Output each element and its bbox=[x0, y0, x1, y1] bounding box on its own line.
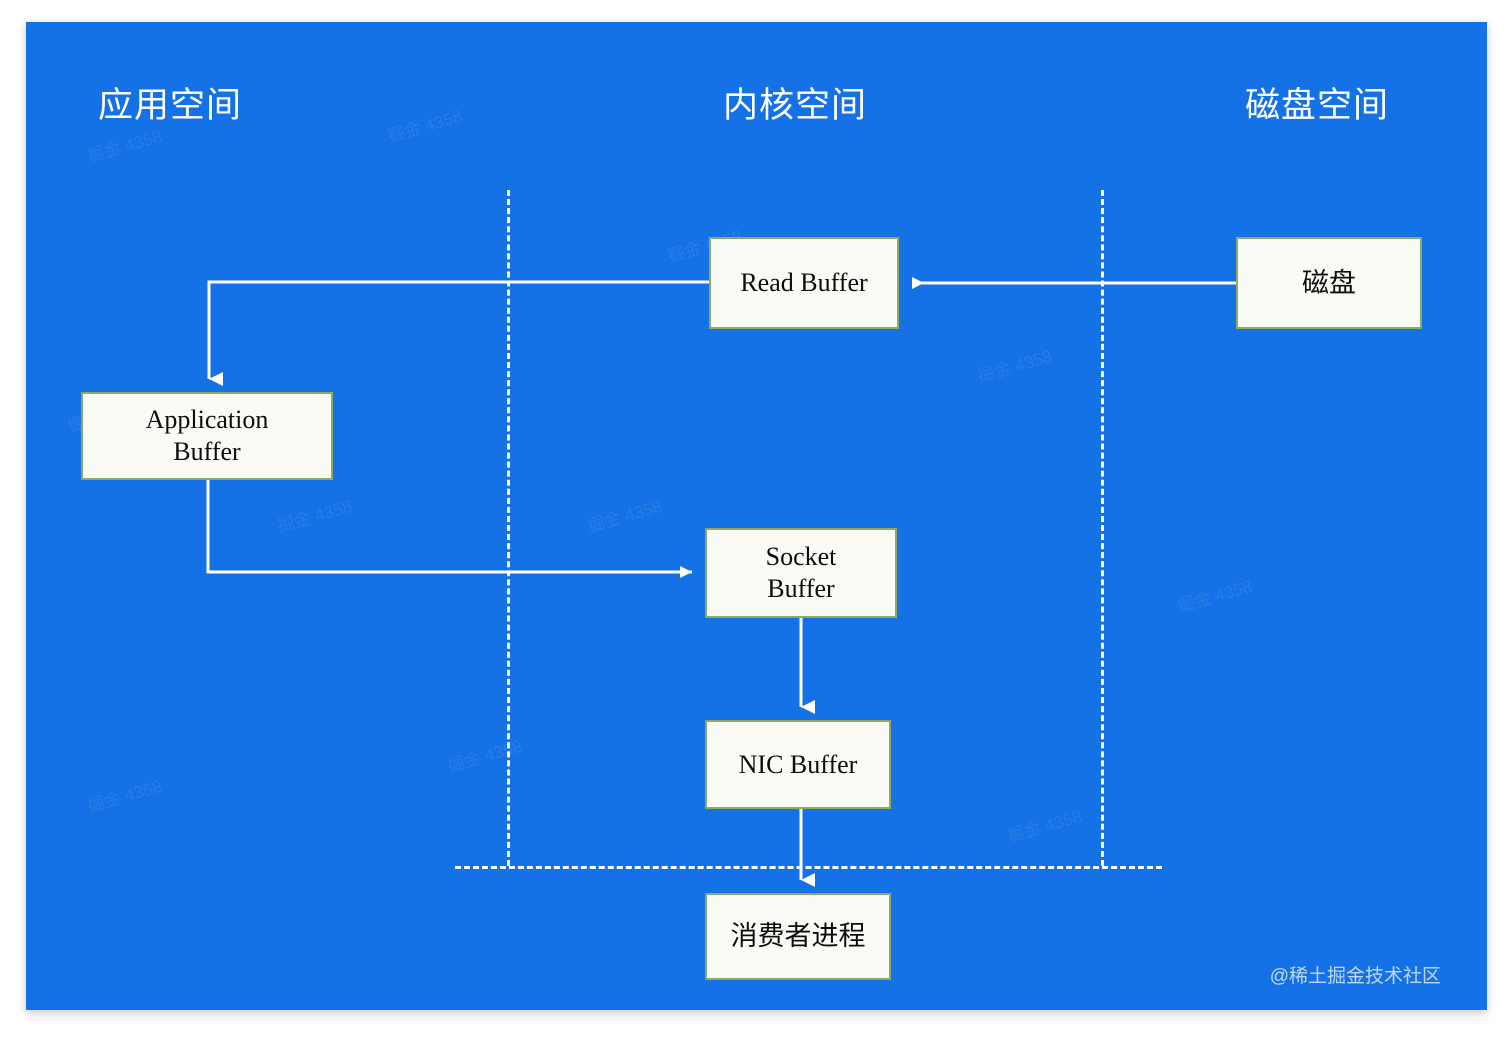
background-watermark: 掘金 4358 bbox=[85, 126, 165, 167]
node-socket-buffer[interactable]: Socket Buffer bbox=[705, 528, 897, 618]
diagram-panel: 掘金 4358 掘金 4358 掘金 4358 掘金 4358 掘金 4358 … bbox=[26, 22, 1487, 1010]
node-application-buffer[interactable]: Application Buffer bbox=[81, 392, 333, 480]
divider-kernel-disk bbox=[1101, 190, 1104, 866]
background-watermark: 掘金 4358 bbox=[1005, 806, 1085, 847]
divider-app-kernel bbox=[507, 190, 510, 866]
background-watermark: 掘金 4358 bbox=[975, 346, 1055, 387]
divider-bottom bbox=[455, 866, 1162, 869]
node-read-buffer-label: Read Buffer bbox=[740, 268, 868, 298]
node-nic-buffer[interactable]: NIC Buffer bbox=[705, 720, 891, 809]
node-nic-buffer-label: NIC Buffer bbox=[738, 749, 858, 779]
node-consumer-process[interactable]: 消费者进程 bbox=[705, 893, 891, 980]
background-watermark: 掘金 4358 bbox=[585, 496, 665, 537]
background-watermark: 掘金 4358 bbox=[85, 776, 165, 817]
node-read-buffer[interactable]: Read Buffer bbox=[709, 237, 899, 329]
header-kernel-space: 内核空间 bbox=[723, 86, 868, 125]
background-watermark: 掘金 4358 bbox=[445, 736, 525, 777]
node-disk-label: 磁盘 bbox=[1302, 267, 1356, 298]
background-watermark: 掘金 4358 bbox=[385, 106, 465, 147]
background-watermark: 掘金 4358 bbox=[1175, 576, 1255, 617]
node-socket-buffer-label: Socket Buffer bbox=[765, 542, 837, 603]
node-application-buffer-label: Application Buffer bbox=[145, 405, 269, 466]
background-watermark: 掘金 4358 bbox=[275, 496, 355, 537]
header-disk-space: 磁盘空间 bbox=[1245, 86, 1390, 125]
node-consumer-process-label: 消费者进程 bbox=[730, 921, 866, 952]
header-application-space: 应用空间 bbox=[98, 86, 243, 125]
node-disk[interactable]: 磁盘 bbox=[1236, 237, 1422, 329]
community-watermark: @稀土掘金技术社区 bbox=[1269, 966, 1441, 987]
